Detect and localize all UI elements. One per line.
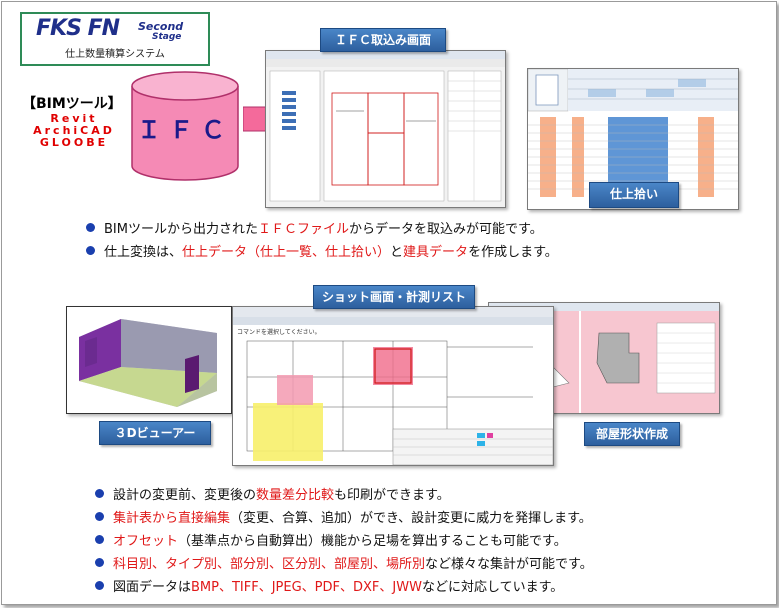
bullet-highlight: 科目別、タイプ別、部分別、区分別、部屋別、場所別	[113, 557, 426, 572]
shot-screen-image	[233, 307, 553, 465]
bottom-bullet-3: オフセット（基準点から自動算出）機能から足場を算出することも可能です。	[95, 530, 567, 549]
bullet-text: 仕上変換は、	[104, 245, 183, 260]
ifc-import-screen-label: ＩＦＣ取込み画面	[320, 28, 446, 52]
bullet-dot	[95, 581, 104, 590]
bullet-text: BIMツールから出力された	[104, 222, 258, 237]
viewer-3d-screenshot	[66, 306, 232, 414]
ifc-import-screenshot	[265, 50, 506, 208]
viewer-3d-label: ３Dビューアー	[99, 421, 211, 445]
bullet-text: からデータを取込みが可能です。	[349, 222, 543, 237]
bullet-dot	[95, 558, 104, 567]
bullet-text: を作成します。	[468, 245, 558, 260]
ifc-import-screen-image	[266, 51, 505, 202]
finish-pick-label: 仕上拾い	[589, 182, 679, 208]
bullet-highlight: BMP、TIFF、JPEG、PDF、DXF、JWW	[191, 580, 422, 595]
ifc-label: ＩＦＣ	[137, 116, 233, 144]
bullet-text: と	[390, 245, 404, 260]
bullet-text: （変更、合算、追加）ができ、設計変更に威力を発揮します。	[230, 511, 592, 526]
viewer-3d-screen-image	[79, 319, 217, 407]
fks-logo: FKS FN Second Stage 仕上数量積算システム	[20, 12, 210, 66]
logo-caption: 仕上数量積算システム	[65, 49, 165, 60]
bullet-text: も印刷ができます。	[334, 488, 450, 503]
logo-sub1-text: Second	[138, 20, 184, 33]
bottom-bullet-2: 集計表から直接編集（変更、合算、追加）ができ、設計変更に威力を発揮します。	[95, 507, 592, 526]
room-shape-label: 部屋形状作成	[584, 422, 680, 446]
top-bullet-1: BIMツールから出力されたＩＦＣファイルからデータを取込みが可能です。	[86, 218, 543, 237]
bim-tool-title: 【BIMツール】	[22, 96, 122, 112]
bullet-highlight: 集計表から直接編集	[113, 511, 231, 526]
bullet-dot	[86, 246, 95, 255]
shot-prompt-text: コマンドを選択してください。	[237, 329, 321, 336]
bullet-dot	[95, 489, 104, 498]
bottom-bullet-4: 科目別、タイプ別、部分別、区分別、部屋別、場所別など様々な集計が可能です。	[95, 553, 593, 572]
bim-software-gloobe: GLOOBE	[39, 136, 109, 149]
bim-software-revit: Revit	[50, 112, 98, 125]
bullet-dot	[95, 512, 104, 521]
ifc-database-icon	[131, 71, 239, 181]
bullet-highlight: ＩＦＣファイル	[257, 222, 349, 237]
bullet-dot	[95, 535, 104, 544]
top-bullet-2: 仕上変換は、仕上データ（仕上一覧、仕上拾い）と建具データを作成します。	[86, 241, 558, 260]
bim-software-archicad: ArchiCAD	[33, 124, 115, 137]
bottom-bullet-1: 設計の変更前、変更後の数量差分比較も印刷ができます。	[95, 484, 450, 503]
bullet-highlight: 数量差分比較	[256, 488, 335, 503]
bullet-highlight: 仕上データ（仕上一覧、仕上拾い）	[182, 245, 391, 260]
shot-screen-label: ショット画面・計測リスト	[313, 285, 475, 309]
bullet-text: （基準点から自動算出）機能から足場を算出することも可能です。	[178, 534, 567, 549]
bullet-text: 設計の変更前、変更後の	[113, 488, 257, 503]
bullet-text: など様々な集計が可能です。	[425, 557, 593, 572]
bottom-bullet-5: 図面データはBMP、TIFF、JPEG、PDF、DXF、JWWなどに対応していま…	[95, 576, 563, 595]
bullet-text: 図面データは	[113, 580, 192, 595]
shot-screen-screenshot: コマンドを選択してください。	[232, 306, 554, 466]
bullet-highlight: オフセット	[113, 534, 179, 549]
logo-main-text: FKS FN	[36, 16, 120, 41]
logo-sub2-text: Stage	[152, 32, 182, 42]
bullet-text: などに対応しています。	[421, 580, 564, 595]
bullet-dot	[86, 223, 95, 232]
bullet-highlight: 建具データ	[403, 245, 469, 260]
